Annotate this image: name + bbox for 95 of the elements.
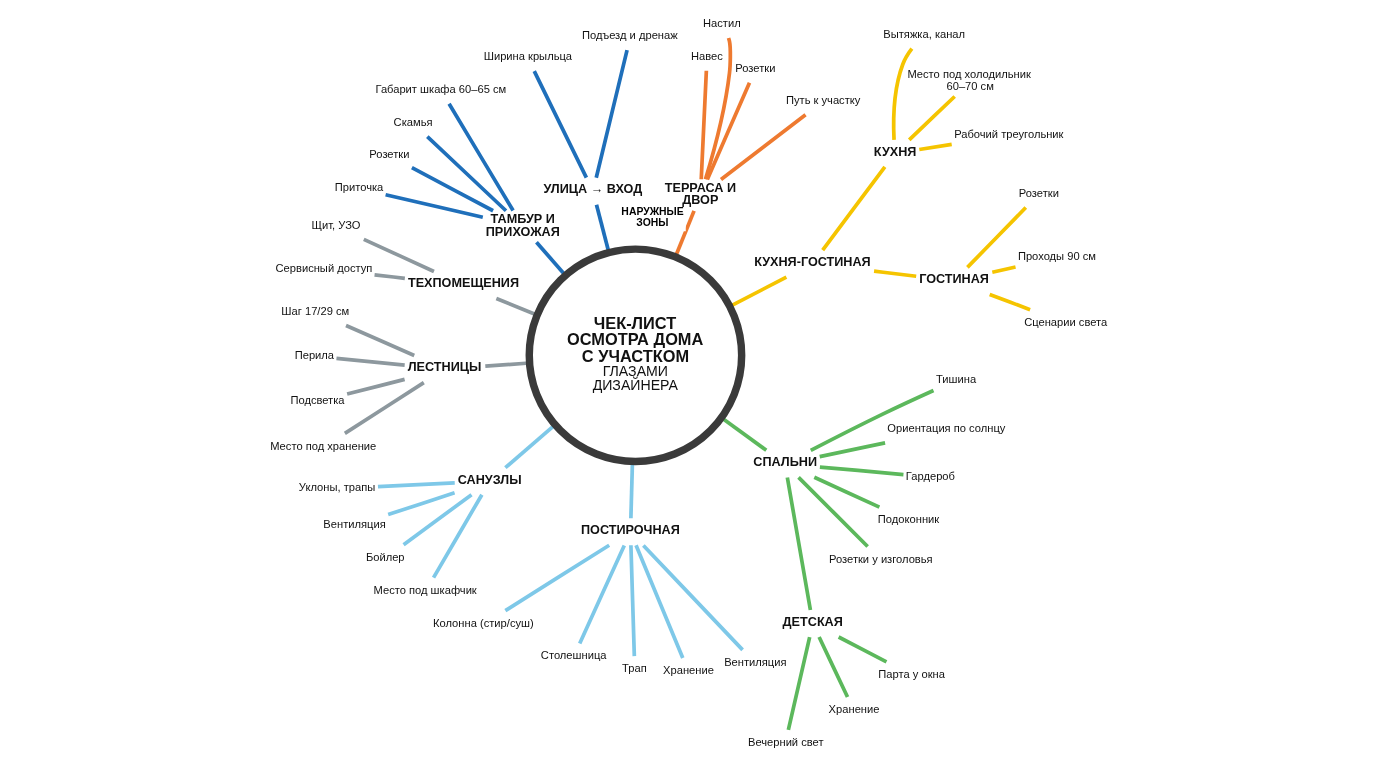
node-text: Проходы 90 см xyxy=(1017,250,1096,263)
node-text: Шаг 17/29 см xyxy=(280,304,349,317)
node-text: Место под шкафчик xyxy=(373,583,477,596)
node-text: Настил xyxy=(702,17,741,30)
connector xyxy=(719,113,807,181)
node-text: УЛИЦА → ВХОД xyxy=(543,182,642,197)
connector xyxy=(384,192,483,220)
connector xyxy=(809,388,934,452)
connector xyxy=(918,142,952,152)
node-text: Навес xyxy=(690,49,723,62)
node-text: Вытяжка, канал xyxy=(882,27,965,40)
connector xyxy=(628,545,636,657)
connector xyxy=(410,166,494,213)
connector xyxy=(335,356,405,367)
connector xyxy=(818,441,885,459)
node-text: КУХНЯ xyxy=(873,144,916,159)
node-text: Хранение xyxy=(662,664,714,677)
node-text: Подсветка xyxy=(289,394,345,407)
connector xyxy=(891,47,913,140)
node-text: Подъезд и дренаж xyxy=(581,29,678,42)
connector xyxy=(402,493,473,547)
connector xyxy=(837,635,887,664)
connector xyxy=(362,237,435,274)
node-text: Столешница xyxy=(540,649,607,662)
node-text: Скамья xyxy=(393,115,433,128)
node-text: Рабочий треугольник xyxy=(953,127,1064,140)
node-text: Розетки xyxy=(734,61,775,74)
node-text: Розетки xyxy=(368,148,409,161)
connector xyxy=(447,102,515,212)
node-text: ТЕРРАСА И ДВОР xyxy=(664,180,736,208)
node-circle: ЧЕК-ЛИСТ ОСМОТРА ДОМА С УЧАСТКОМ ГЛАЗАМИ ДИЗАЙНЕРА xyxy=(525,245,745,466)
node-text: Бойлер xyxy=(365,550,405,563)
node-text: Путь к участку xyxy=(785,94,860,106)
node-text: Приточка xyxy=(334,181,383,194)
connector xyxy=(641,544,744,652)
connector xyxy=(425,135,507,213)
connector xyxy=(633,544,684,659)
connector xyxy=(819,465,904,477)
node-text: Вентиляция xyxy=(322,518,386,531)
connector xyxy=(796,476,869,548)
node-text: Розетки xyxy=(1018,186,1059,199)
node-text: Сценарии света xyxy=(1023,315,1107,328)
node-text: Ориентация по солнцу xyxy=(886,422,1005,435)
edge-label: НАРУЖНЫЕ ЗОНЫ xyxy=(620,206,684,228)
connector xyxy=(532,70,588,179)
connector xyxy=(813,475,880,509)
connector xyxy=(785,477,812,611)
connector xyxy=(705,82,751,181)
node-text: Подоконник xyxy=(877,513,939,526)
node-text: Розетки у изголовья xyxy=(828,552,933,565)
connector xyxy=(593,49,629,179)
connector xyxy=(907,95,956,142)
connector xyxy=(703,37,732,180)
node-text: КУХНЯ-ГОСТИНАЯ xyxy=(753,254,871,269)
node-text: Сервисный доступ xyxy=(275,261,372,274)
node-text: Габарит шкафа 60–65 см xyxy=(374,82,506,95)
node-text: Ширина крыльца xyxy=(483,50,572,63)
connector xyxy=(873,269,916,279)
node-text: САНУЗЛЫ xyxy=(457,472,522,487)
connector xyxy=(965,206,1027,269)
node-text: Перила xyxy=(294,348,334,361)
node-text: ПОСТИРОЧНАЯ xyxy=(580,523,680,538)
connector xyxy=(344,323,415,358)
node-text: Колонна (стир/суш) xyxy=(432,616,534,629)
connector xyxy=(431,493,483,579)
connector xyxy=(577,544,626,645)
node-text: Хранение xyxy=(828,703,879,716)
node-text: Трап xyxy=(621,662,647,675)
connector xyxy=(991,265,1016,275)
node-text: Вечерний свет xyxy=(747,736,824,749)
connector xyxy=(988,292,1031,312)
node-text: ТАМБУР И ПРИХОЖАЯ xyxy=(485,212,560,239)
node-text: ТЕХПОМЕЩЕНИЯ xyxy=(407,276,519,291)
node-text: ДЕТСКАЯ xyxy=(782,614,843,629)
node-text: Парта у окна xyxy=(877,667,945,680)
connector xyxy=(820,165,886,252)
connector xyxy=(698,70,708,180)
node-text: ЛЕСТНИЦЫ xyxy=(407,360,481,375)
connector xyxy=(343,381,425,435)
connector xyxy=(387,491,455,517)
node-text: Место под холодильник 60–70 см xyxy=(906,67,1031,93)
connector xyxy=(346,377,405,396)
node-text: Уклоны, трапы xyxy=(298,481,375,494)
node-text: Вентиляция xyxy=(723,655,787,668)
node-text: Щит, УЗО xyxy=(311,219,360,232)
node-text: Тишина xyxy=(935,372,976,385)
node-text: Место под хранение xyxy=(269,439,376,452)
node-text: Гардероб xyxy=(905,469,955,482)
node-text: СПАЛЬНИ xyxy=(752,455,817,470)
connector xyxy=(816,636,849,698)
connector xyxy=(377,481,455,489)
connector xyxy=(373,272,405,281)
connector xyxy=(503,543,610,613)
node-text: ГОСТИНАЯ xyxy=(918,272,989,287)
connector xyxy=(786,636,811,731)
